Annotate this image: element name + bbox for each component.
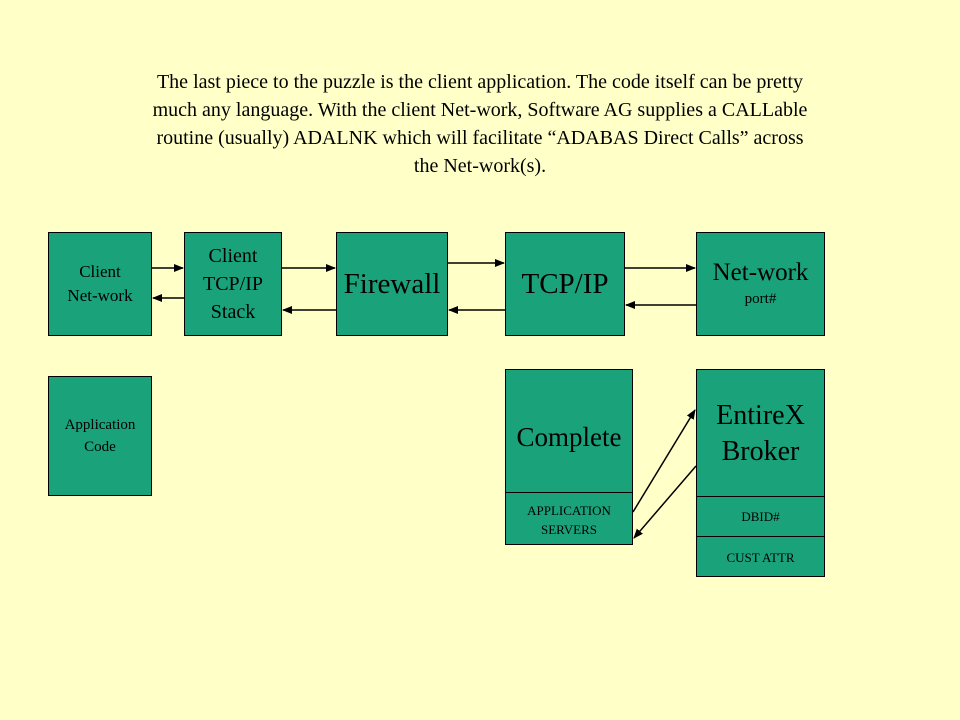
network-port-box: Net-work port# [696,232,825,336]
cust-attr-label: CUST ATTR [726,549,795,565]
network-port-label: port# [744,291,777,307]
firewall-box: Firewall [336,232,448,336]
caption-text: The last piece to the puzzle is the clie… [70,68,890,180]
client-tcpip-line1: Client [208,245,258,267]
dbid-label: DBID# [741,509,780,524]
cust-attr-section: CUST ATTR [697,536,824,578]
application-servers-section: APPLICATION SERVERS [506,492,632,546]
caption-line: the Net-work(s). [413,155,547,177]
complete-title: Complete [516,422,622,452]
entirex-broker-box: EntireX Broker DBID# CUST ATTR [696,369,825,577]
caption-line: much any language. With the client Net-w… [152,99,808,121]
caption-line: The last piece to the puzzle is the clie… [156,71,804,93]
entirex-line1: EntireX [716,400,805,431]
caption-line: routine (usually) ADALNK which will faci… [156,127,804,149]
broker-line2: Broker [721,436,800,467]
application-servers-line2: SERVERS [540,521,598,537]
client-tcpip-stack-box: Client TCP/IP Stack [184,232,282,336]
application-code-box: Application Code [48,376,152,496]
network-title: Net-work [712,259,809,286]
application-code-line1: Application [64,417,136,433]
complete-box: Complete APPLICATION SERVERS [505,369,633,545]
arrow-broker-to-complete [633,465,697,539]
firewall-label: Firewall [343,267,441,300]
client-network-line1: Client [79,262,121,281]
client-tcpip-line2: TCP/IP [202,273,264,295]
application-servers-line1: APPLICATION [527,502,611,518]
dbid-section: DBID# [697,496,824,537]
tcpip-box: TCP/IP [505,232,625,336]
client-tcpip-line3: Stack [210,301,256,323]
client-network-box: Client Net-work [48,232,152,336]
client-network-line2: Net-work [67,286,133,305]
application-code-line2: Code [84,439,116,455]
arrow-complete-to-broker [632,409,696,513]
tcpip-label: TCP/IP [521,267,609,300]
